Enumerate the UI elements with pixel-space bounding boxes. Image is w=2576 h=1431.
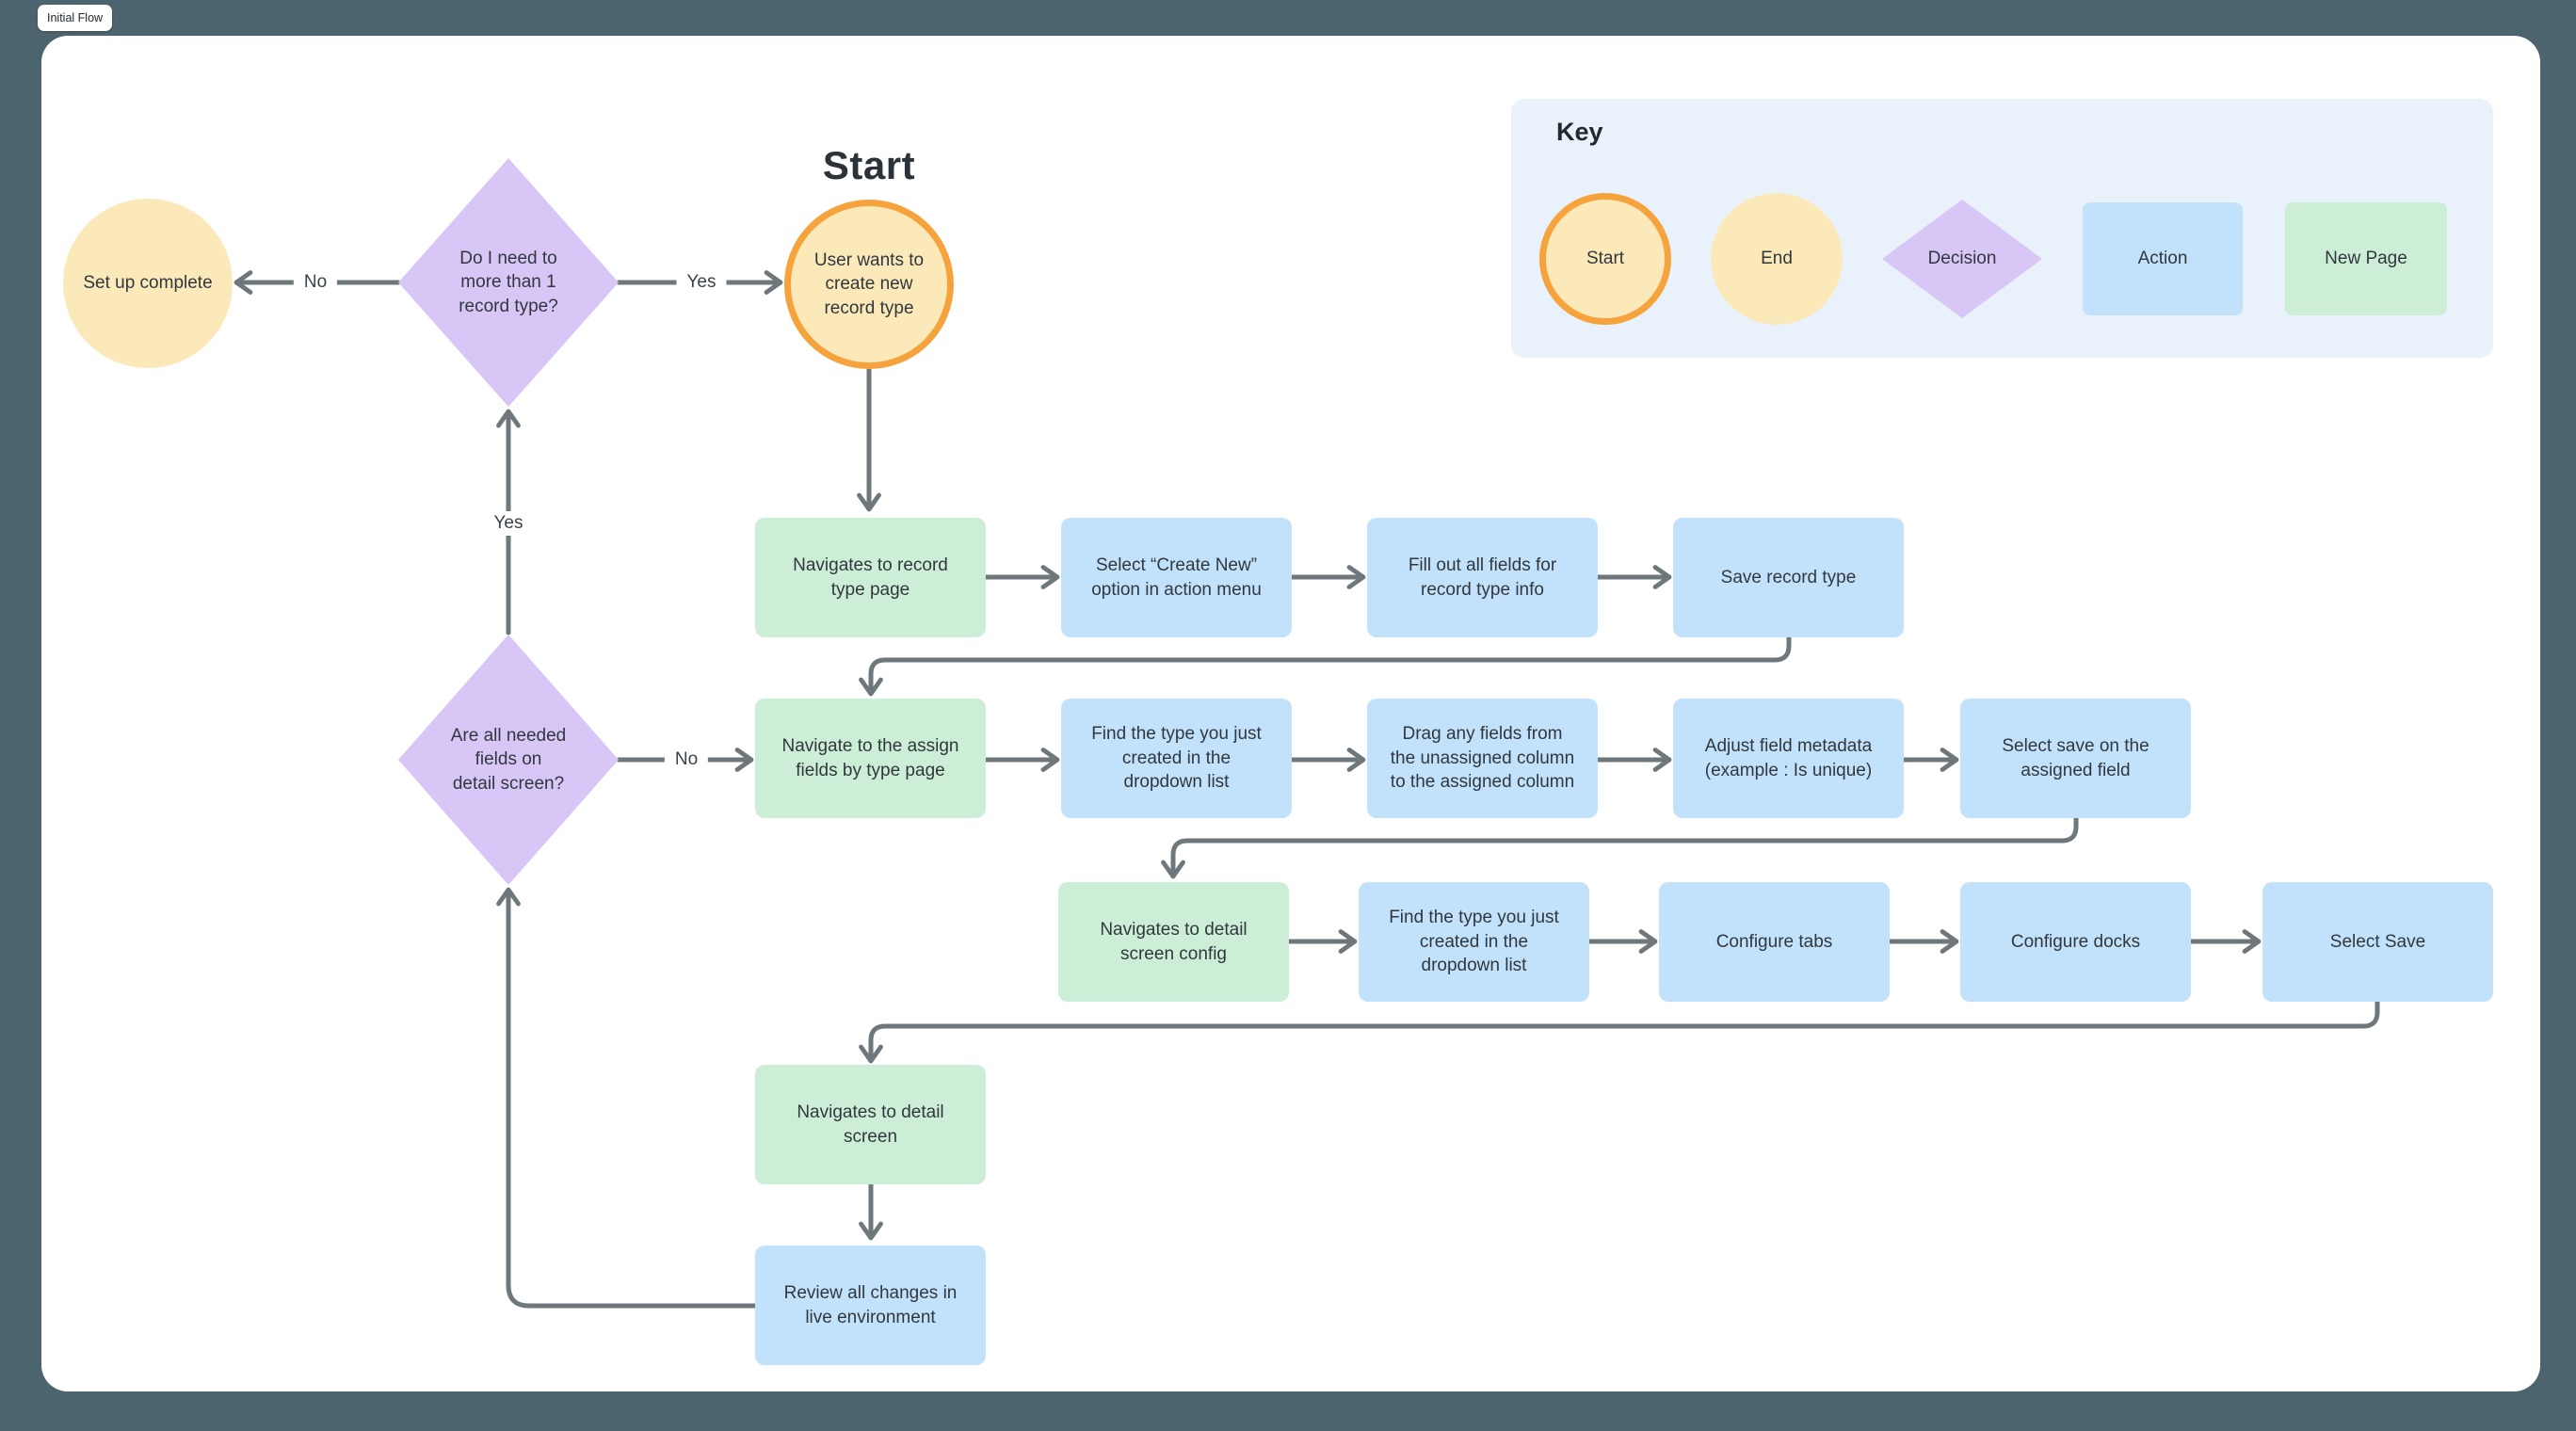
key-item-label: End (1761, 249, 1793, 268)
node-label: Select Save (2329, 931, 2426, 952)
node-label: User wants to create new record type (813, 249, 925, 318)
connector-review-to-decision2 (496, 887, 758, 1309)
key-action-shape[interactable]: Action (2083, 202, 2243, 315)
node-label: Navigates to detail screen (797, 1101, 944, 1147)
node-end-setup-complete[interactable]: Set up complete (63, 199, 233, 368)
node-navigates-record-type-page[interactable]: Navigates to record type page (755, 518, 986, 637)
node-label: Select “Create New” option in action men… (1091, 555, 1262, 600)
node-navigate-assign-fields[interactable]: Navigate to the assign fields by type pa… (755, 699, 986, 818)
node-label: Set up complete (83, 273, 213, 294)
node-label: Select save on the assigned field (2002, 735, 2149, 780)
node-save-record-type[interactable]: Save record type (1673, 518, 1904, 637)
node-label: Do I need to more than 1 record type? (459, 248, 558, 316)
key-item-label: New Page (2325, 249, 2407, 268)
node-find-type-dropdown-1[interactable]: Find the type you just created in the dr… (1061, 699, 1292, 818)
node-select-save[interactable]: Select Save (2262, 882, 2493, 1002)
node-configure-tabs[interactable]: Configure tabs (1659, 882, 1890, 1002)
node-adjust-field-metadata[interactable]: Adjust field metadata (example : Is uniq… (1673, 699, 1904, 818)
key-new-page-shape[interactable]: New Page (2285, 202, 2447, 315)
node-drag-fields[interactable]: Drag any fields from the unassigned colu… (1367, 699, 1598, 818)
flow-start-title: Start (822, 143, 916, 187)
edge-label-no-1: No (293, 270, 338, 295)
node-label: Navigate to the assign fields by type pa… (781, 735, 959, 780)
node-label: Drag any fields from the unassigned colu… (1390, 724, 1575, 793)
key-title: Key (1556, 118, 1603, 146)
edge-label-yes-1: Yes (676, 270, 727, 295)
node-label: Navigates to record type page (793, 555, 948, 600)
connector-selectsave-to-row4 (859, 999, 2380, 1064)
edge-label-no-2: No (664, 748, 709, 772)
key-item-label: Action (2137, 249, 2188, 268)
node-label: Find the type you just created in the dr… (1091, 724, 1262, 793)
node-navigates-detail-screen-config[interactable]: Navigates to detail screen config (1058, 882, 1289, 1002)
node-label: Are all needed fields on detail screen? (450, 725, 567, 794)
node-start[interactable]: User wants to create new record type (784, 200, 954, 369)
node-select-save-assigned-field[interactable]: Select save on the assigned field (1960, 699, 2191, 818)
node-label: Navigates to detail screen config (1100, 919, 1248, 964)
node-label: Configure tabs (1715, 931, 1833, 952)
node-review-changes[interactable]: Review all changes in live environment (755, 1246, 986, 1365)
node-navigates-detail-screen[interactable]: Navigates to detail screen (755, 1065, 986, 1184)
key-end-shape[interactable]: End (1711, 193, 1843, 325)
key-panel: Key Start End Decision Action New Page (1511, 99, 2493, 358)
connector-save-to-row2 (859, 635, 1792, 697)
node-label: Review all changes in live environment (783, 1282, 958, 1327)
key-decision-shape[interactable]: Decision (1882, 200, 2042, 318)
node-fill-out-fields[interactable]: Fill out all fields for record type info (1367, 518, 1598, 637)
node-label: Save record type (1720, 567, 1857, 587)
key-item-label: Decision (1927, 249, 1997, 268)
node-label: Configure docks (2010, 931, 2141, 952)
key-item-label: Start (1586, 249, 1625, 268)
node-label: Fill out all fields for record type info (1408, 555, 1557, 600)
node-select-create-new[interactable]: Select “Create New” option in action men… (1061, 518, 1292, 637)
node-label: Find the type you just created in the dr… (1389, 908, 1559, 976)
connector-assigned-to-row3 (1161, 815, 2079, 879)
node-find-type-dropdown-2[interactable]: Find the type you just created in the dr… (1359, 882, 1589, 1002)
edge-label-yes-2: Yes (483, 511, 534, 536)
node-label: Adjust field metadata (example : Is uniq… (1704, 735, 1873, 780)
node-configure-docks[interactable]: Configure docks (1960, 882, 2191, 1002)
flow-tab[interactable]: Initial Flow (38, 5, 113, 31)
key-start-shape[interactable]: Start (1539, 193, 1671, 325)
